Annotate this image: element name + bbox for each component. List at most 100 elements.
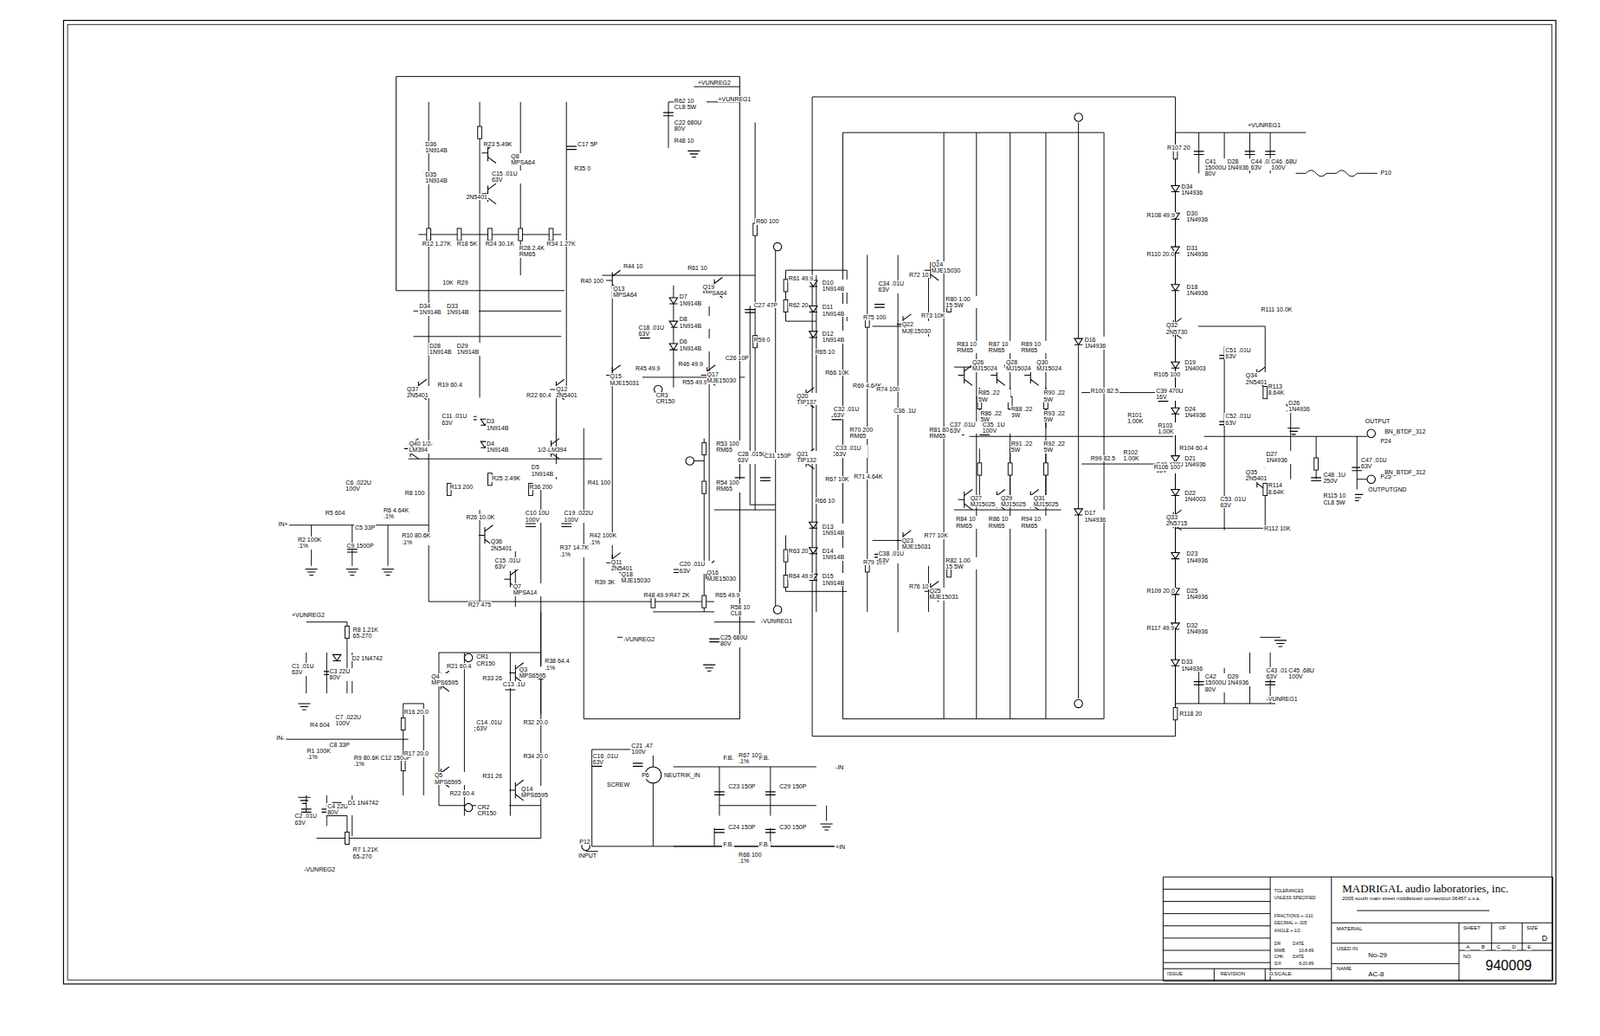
component-label: C13 .1U [502, 681, 527, 688]
title-box: MADRIGAL audio laboratories, inc.2005 so… [1338, 881, 1512, 904]
component-label: NEUTRIK_IN [663, 772, 702, 779]
component-label: C19 .022U 100V [563, 509, 597, 523]
component-label: D34 1N4936 [1180, 183, 1214, 197]
component-label: C51 .01U 63V [1224, 347, 1258, 361]
resistor-symbol [477, 126, 483, 139]
component-label: C7 .022U 100V [335, 714, 368, 728]
component-label: R7 1.21K 65-270 [352, 846, 386, 860]
component-label: F.B. [758, 841, 771, 848]
resistor-symbol [400, 717, 406, 730]
component-label: R93 .22 5W [1043, 410, 1077, 424]
component-label: R92 .22 5W [1043, 440, 1077, 454]
component-label: -VUNREG2 [622, 636, 656, 643]
capacitor-symbol [714, 829, 725, 833]
component-label: C22 680U 80V [673, 119, 707, 133]
component-label: R38 64.4 .1% [543, 658, 577, 671]
component-label: R34 1.27K [546, 240, 577, 247]
component-label: R64 49.9 [787, 573, 814, 580]
component-label: R66 10K [824, 369, 850, 376]
component-label: R58 10 CL8 [729, 604, 763, 618]
component-label: R5 604 [324, 509, 347, 517]
capacitor-symbol [566, 146, 577, 150]
capacitor-symbol [632, 763, 644, 768]
component-label: R109 20.0 [1146, 587, 1176, 594]
component-label: R71 4.64K [852, 473, 884, 480]
component-label: C10 10U 100V [524, 509, 558, 523]
component-label: C33 .01U 63V [834, 445, 868, 459]
component-label: No-29 [1367, 952, 1388, 960]
component-label: C23 150P [727, 783, 756, 790]
component-label: D35 1N914B [424, 171, 458, 185]
component-label: D19 1N4003 [1183, 359, 1217, 373]
component-label: -VUNREG1 [760, 618, 794, 625]
component-label: P24 [1379, 438, 1392, 445]
component-label: Q23 MJE15031 [901, 537, 935, 551]
wires [1175, 132, 1378, 715]
diode-symbol [1171, 659, 1180, 666]
component-label: OUTPUT [1364, 418, 1392, 425]
capacitor-symbol [1245, 151, 1256, 155]
title-block-grid [1162, 877, 1553, 981]
wires [592, 749, 838, 847]
component-label: D4 1N914B [485, 440, 519, 454]
component-label: R114 8.64K [1267, 482, 1301, 496]
component-label: R21 60.4 [445, 663, 472, 670]
component-label: R118 20 [1178, 710, 1203, 717]
component-label: C27 47P [753, 302, 779, 309]
component-label: SIX [1273, 961, 1283, 967]
component-label: R24 30.1K [484, 240, 516, 247]
component-label: R2 100K .1% [296, 536, 330, 550]
component-label: Q32 2N5730 [1165, 322, 1199, 336]
component-label: R84 10 RM65 [954, 516, 988, 530]
component-label: C34 .01U 63V [877, 280, 911, 294]
component-label: P10 [1379, 169, 1392, 176]
component-label: R91 .22 5W [1010, 440, 1044, 454]
component-label: R22 60.4 [525, 392, 552, 399]
component-label: R113 8.64K [1267, 383, 1301, 397]
resistor-symbol [457, 228, 462, 241]
component-label: R18 5K [456, 240, 478, 247]
capacitor-symbol [765, 792, 776, 796]
component-label: DECIMAL +-.005 [1273, 921, 1309, 926]
resistor-symbol [426, 228, 432, 241]
component-label: C9 1500P [346, 542, 375, 549]
component-label: R74 100 [875, 386, 900, 393]
component-label: Q17 MJE15030 [706, 371, 740, 385]
component-label: R110 20.0 [1146, 251, 1176, 258]
test-point [1367, 475, 1375, 484]
component-label: C45 .68U 100V [1287, 667, 1321, 681]
component-label: +VUNREG2 [290, 612, 326, 619]
component-label: 940009 [1484, 959, 1533, 975]
component-label: P12 [578, 838, 591, 846]
ground-symbol [346, 568, 359, 575]
component-label: R65 10 [814, 348, 837, 355]
component-label: D16 1N4936 [1083, 336, 1117, 350]
ground-symbol [1274, 640, 1287, 647]
component-label: CHK [1273, 954, 1285, 960]
component-label: Q13 MPSA64 [612, 285, 646, 299]
component-label: R44 10 [622, 263, 645, 270]
component-label: R117 49.9 [1146, 625, 1176, 632]
diode-symbol [1171, 361, 1180, 368]
component-label: D30 1N4936 [1186, 210, 1220, 224]
component-label: R70 200 RM65 [849, 426, 883, 440]
ground-symbol [305, 568, 318, 575]
component-label: 10K [441, 279, 454, 286]
diode-symbol [809, 331, 818, 338]
component-label: C32 .01U 63V [832, 406, 866, 420]
component-label: D29 1N4936 [1226, 673, 1260, 687]
frame [67, 24, 1552, 981]
component-label: OF [1497, 925, 1507, 931]
component-label: 2N5401 [464, 193, 489, 200]
component-label: R80 1.00 15 5W [944, 296, 978, 310]
component-label: C8 33P [329, 741, 351, 749]
component-label: SHEET [1462, 925, 1482, 931]
component-label: CR1 CR150 [475, 653, 509, 667]
component-label: R27 475 [467, 601, 492, 608]
component-label: D2 1N4742 [350, 655, 383, 662]
component-label: R66 10 [814, 497, 837, 504]
resistor-symbol [702, 442, 707, 455]
test-point [1367, 429, 1375, 438]
test-point [1074, 699, 1083, 708]
component-label: C25 680U 80V [719, 634, 753, 648]
